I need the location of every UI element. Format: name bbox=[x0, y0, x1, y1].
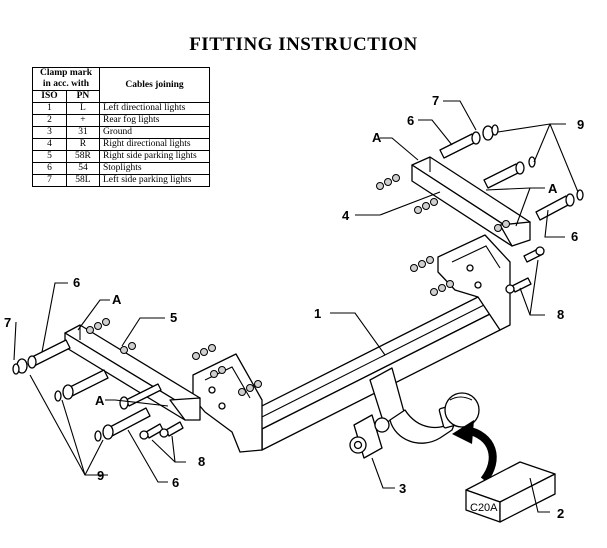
callout-6-left-top: 6 bbox=[73, 275, 80, 290]
right-bolts bbox=[439, 124, 584, 221]
clamp-mark-header: Clamp mark in acc. with bbox=[32, 67, 100, 91]
callout-6-right-bottom: 6 bbox=[571, 229, 578, 244]
callout-3: 3 bbox=[399, 481, 406, 496]
callout-a-right-mid: A bbox=[548, 181, 558, 196]
callout-a-right-top: A bbox=[372, 130, 382, 145]
desc-cell: Left side parking lights bbox=[99, 174, 210, 187]
callout-a-left-bottom: A bbox=[95, 393, 105, 408]
callout-9-left: 9 bbox=[97, 468, 104, 483]
left-bracket bbox=[64, 324, 201, 421]
leader-lines bbox=[13, 100, 579, 513]
callout-a-left-top: A bbox=[112, 292, 122, 307]
ball-fit-arrow bbox=[452, 420, 497, 483]
iso-cell: 7 bbox=[32, 174, 67, 187]
callout-5: 5 bbox=[170, 310, 177, 325]
tow-ball-neck bbox=[349, 367, 480, 459]
pn-cell: 58L bbox=[65, 174, 101, 187]
table-header-row: Clamp mark in acc. with Cables joining bbox=[32, 67, 210, 103]
box-label: C20A bbox=[470, 502, 498, 514]
callout-labels: 1 2 3 4 5 6 6 6 6 7 7 8 8 9 9 A A A A bbox=[4, 93, 584, 521]
cable-joining-table: Clamp mark in acc. with Cables joining I… bbox=[32, 67, 210, 187]
callout-6-left-bottom: 6 bbox=[172, 475, 179, 490]
callout-2: 2 bbox=[557, 506, 564, 521]
page-title: FITTING INSTRUCTION bbox=[189, 34, 418, 55]
callout-7-right: 7 bbox=[432, 93, 439, 108]
washers-nuts bbox=[86, 174, 510, 396]
right-bracket bbox=[411, 156, 531, 247]
cables-joining-header: Cables joining bbox=[99, 67, 210, 103]
callout-7-left: 7 bbox=[4, 315, 11, 330]
left-bolts bbox=[12, 339, 162, 442]
callout-8-left: 8 bbox=[198, 454, 205, 469]
callout-8-right: 8 bbox=[557, 307, 564, 322]
table-subheader-row: ISO PN bbox=[32, 90, 210, 103]
callout-9-right: 9 bbox=[577, 117, 584, 132]
callout-6-right-top: 6 bbox=[407, 113, 414, 128]
callout-1: 1 bbox=[314, 306, 321, 321]
ball-cover-box: C20A bbox=[465, 461, 556, 523]
callout-4: 4 bbox=[342, 208, 350, 223]
short-bolts bbox=[139, 246, 545, 440]
